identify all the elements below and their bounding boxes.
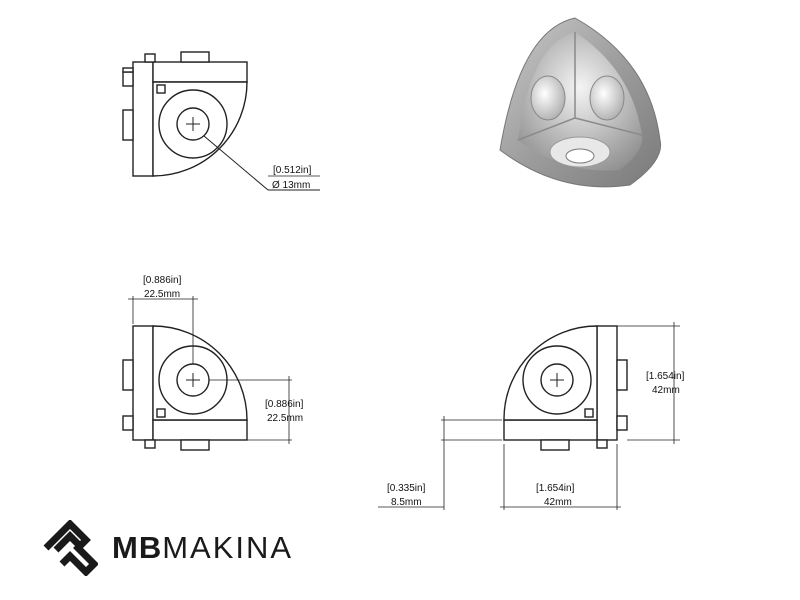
front-view: [122, 296, 292, 451]
offset-mm-label: 8.5mm: [391, 497, 422, 508]
brand-logo: MBMAKINA: [42, 520, 293, 576]
bore-diameter-mm-label: Ø 13mm: [272, 180, 310, 191]
brand-wordmark-bold: MB: [112, 530, 163, 565]
hole-vertical-inch-label: [0.886in]: [265, 399, 304, 410]
hole-vertical-mm-label: 22.5mm: [267, 413, 303, 424]
brand-wordmark-light: MAKINA: [162, 530, 294, 565]
hole-horizontal-inch-label: [0.886in]: [143, 275, 182, 286]
hole-horizontal-mm-label: 22.5mm: [144, 289, 180, 300]
bore-diameter-inch-label: [0.512in]: [273, 165, 312, 176]
offset-inch-label: [0.335in]: [387, 483, 426, 494]
mb-logo-mark-icon: [43, 520, 98, 576]
width-mm-label: 42mm: [544, 497, 572, 508]
width-inch-label: [1.654in]: [536, 483, 575, 494]
height-inch-label: [1.654in]: [646, 371, 685, 382]
side-view: [378, 322, 680, 510]
brand-wordmark: MBMAKINA: [112, 530, 293, 566]
height-mm-label: 42mm: [652, 385, 680, 396]
top-left-view: [122, 51, 320, 191]
isometric-3d-view: [499, 17, 662, 188]
